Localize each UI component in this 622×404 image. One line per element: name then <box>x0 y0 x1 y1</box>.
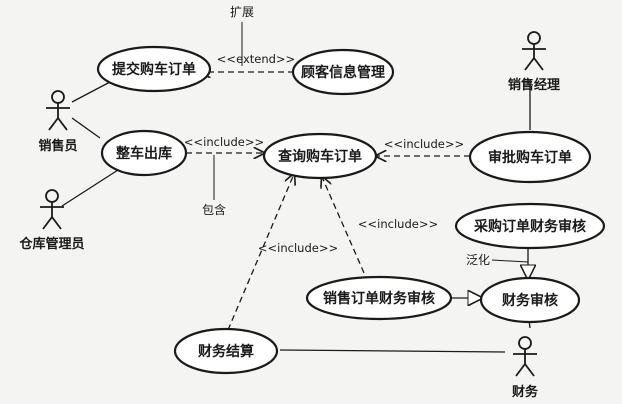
uc-customer-info-label: 顾客信息管理 <box>301 64 385 81</box>
uc-finance-settlement[interactable] <box>173 327 279 375</box>
actor-finance[interactable] <box>513 336 537 377</box>
include-salesreview-label: <<include>> <box>358 217 438 231</box>
uc-finance-review[interactable] <box>479 276 581 324</box>
actor-sales-manager-head <box>527 31 541 45</box>
actor-finance-label: 财务 <box>512 384 539 400</box>
uc-sales-finance-review-label: 销售订单财务审核 <box>323 290 435 307</box>
actor-salesperson[interactable] <box>46 90 70 131</box>
note-generalization: 泛化 <box>466 253 490 267</box>
include-settlement-label: <<include>> <box>258 241 338 255</box>
note-extend: 扩展 <box>230 5 254 19</box>
uc-query-order[interactable] <box>262 132 378 180</box>
actor-warehouse-manager-leg-r <box>51 216 62 230</box>
actor-sales-manager-leg-l <box>524 57 535 71</box>
assoc-warehouse-outbound <box>61 169 119 207</box>
uc-approve-order[interactable] <box>468 130 592 184</box>
dependencies <box>186 72 470 331</box>
uc-submit-order[interactable] <box>96 45 212 93</box>
use-cases <box>96 45 606 375</box>
actor-finance-leg-l <box>515 363 526 377</box>
note-leaders <box>213 22 529 263</box>
uc-sales-finance-review[interactable] <box>305 275 453 321</box>
actor-sales-manager-label: 销售经理 <box>508 77 560 93</box>
associations <box>61 80 531 353</box>
include-salesreview-line <box>322 177 369 283</box>
actor-salesperson-leg-r <box>57 117 68 131</box>
extend-label: <<extend>> <box>217 52 295 66</box>
actor-warehouse-manager-head <box>45 189 59 203</box>
uc-query-order-label: 查询购车订单 <box>278 148 362 165</box>
use-case-labels: 提交购车订单 顾客信息管理 整车出库 查询购车订单 审批购车订单 采购订单财务审… <box>112 61 586 360</box>
include-outbound-label: <<include>> <box>184 135 264 149</box>
actor-finance-head <box>518 336 532 350</box>
notes: 扩展 包含 泛化 <box>202 5 490 267</box>
include-approve-label: <<include>> <box>384 137 464 151</box>
relation-labels: <<extend>> <<include>> <<include>> <<inc… <box>184 52 464 255</box>
uc-purchase-finance-review-label: 采购订单财务审核 <box>473 218 586 235</box>
uc-customer-info[interactable] <box>291 48 395 96</box>
actor-sales-manager-leg-r <box>533 57 544 71</box>
actor-sales-manager[interactable] <box>522 31 546 71</box>
assoc-salesperson-outbound <box>71 117 101 139</box>
uc-vehicle-outbound-label: 整车出库 <box>115 145 172 162</box>
assoc-finance-settlement <box>279 349 506 353</box>
uc-purchase-finance-review[interactable] <box>454 202 606 250</box>
actor-warehouse-manager-label: 仓库管理员 <box>18 236 84 252</box>
actor-warehouse-manager[interactable] <box>40 189 64 230</box>
assoc-salesperson-submit <box>71 81 111 103</box>
uc-vehicle-outbound[interactable] <box>100 129 188 177</box>
uc-finance-review-label: 财务审核 <box>501 292 558 309</box>
actor-salesperson-label: 销售员 <box>38 138 77 154</box>
include-settlement-line <box>227 174 294 331</box>
actor-salesperson-head <box>51 90 65 104</box>
uc-finance-settlement-label: 财务结算 <box>197 343 254 360</box>
actor-finance-leg-r <box>524 363 535 377</box>
actor-warehouse-manager-leg-l <box>42 216 53 230</box>
uc-submit-order-label: 提交购车订单 <box>112 61 196 78</box>
actor-salesperson-leg-l <box>48 117 59 131</box>
generalization-note-leader <box>491 259 529 263</box>
uc-approve-order-label: 审批购车订单 <box>488 149 572 166</box>
note-include: 包含 <box>202 202 226 217</box>
